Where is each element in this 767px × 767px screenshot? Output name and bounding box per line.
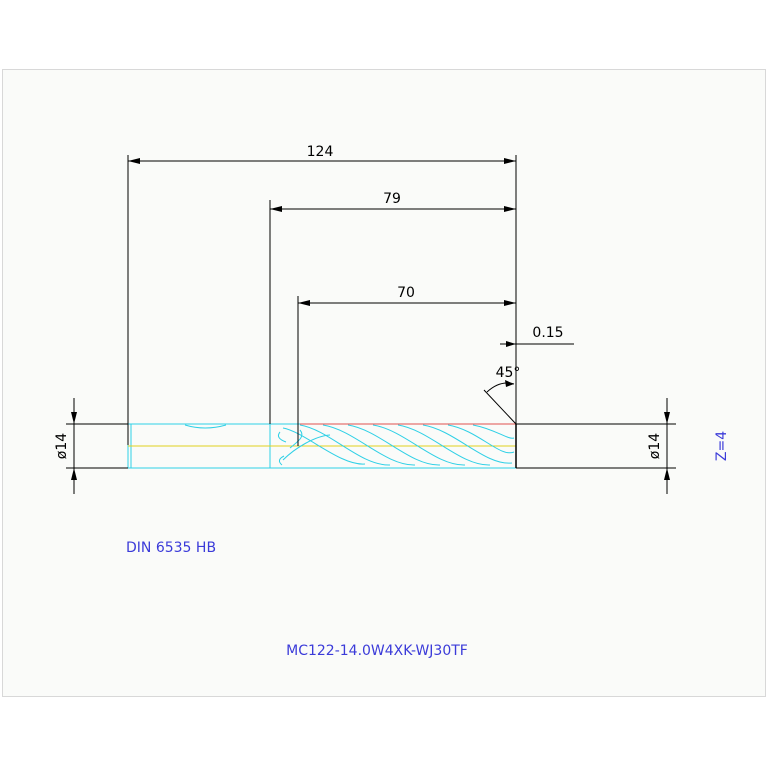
dim-015-label: 0.15 xyxy=(532,325,563,341)
flute-count-note: Z=4 xyxy=(714,431,730,461)
dim-shank-diameter: ø14 xyxy=(54,398,128,494)
dim-cutting-diameter-label: ø14 xyxy=(647,433,663,459)
shank-notch xyxy=(184,424,227,429)
dim-45-label: 45° xyxy=(496,365,521,381)
drawing-frame xyxy=(2,69,766,697)
dim-corner-chamfer: 0.15 xyxy=(500,325,574,347)
dim-flute-length: 70 xyxy=(297,285,516,446)
tool-outline xyxy=(127,423,517,469)
dim-shank-to-tip: 79 xyxy=(269,191,516,424)
dim-shank-diameter-label: ø14 xyxy=(54,433,70,459)
helical-flutes xyxy=(278,424,515,466)
dim-70-label: 70 xyxy=(397,285,415,301)
dim-overall-length: 124 xyxy=(127,144,517,445)
part-number-note: MC122-14.0W4XK-WJ30TF xyxy=(286,643,468,659)
dim-124-label: 124 xyxy=(307,144,334,160)
dim-79-label: 79 xyxy=(383,191,401,207)
standard-note: DIN 6535 HB xyxy=(126,540,216,556)
dim-chamfer-angle: 45° xyxy=(483,365,521,425)
dim-cutting-diameter: ø14 xyxy=(516,398,676,494)
